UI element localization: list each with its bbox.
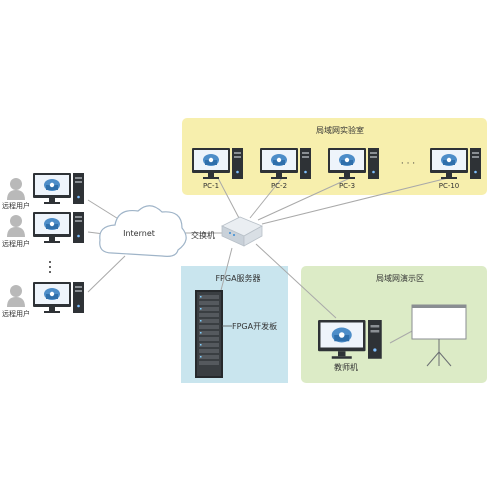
pc-label: PC-3 [339, 182, 355, 190]
remote-user-label: 远程用户 [2, 201, 30, 210]
lab-zone-title: 局域网实验室 [316, 125, 364, 135]
remote-user-2: 远程用户 [2, 212, 84, 248]
lab-pc-10: PC-10 [430, 148, 481, 190]
user-icon [7, 285, 25, 307]
remote-user-3: 远程用户 [2, 282, 84, 318]
cloud-icon [99, 205, 187, 257]
computer-icon [33, 282, 84, 313]
remote-user-label: 远程用户 [2, 309, 30, 318]
lab-pc-2: PC-2 [260, 148, 311, 190]
lab-pc-1: PC-1 [192, 148, 243, 190]
user-icon [7, 215, 25, 237]
connection-lines [87, 177, 449, 344]
switch-label: 交换机 [191, 230, 215, 240]
pc-label: PC-2 [271, 182, 287, 190]
projector-screen-icon [411, 304, 467, 367]
user-icon [7, 178, 25, 200]
switch-icon [221, 216, 263, 247]
computer-icon [33, 212, 84, 243]
remote-user-1: 远程用户 [2, 173, 84, 210]
fpga-zone-title: FPGA服务器 [215, 273, 260, 283]
remote-ellipsis [49, 261, 51, 273]
lab-ellipsis: · · · [401, 159, 415, 169]
demo-zone-title: 局域网演示区 [376, 273, 424, 283]
fpga-board-label: FPGA开发板 [232, 321, 277, 331]
computer-icon [33, 173, 84, 204]
server-rack-icon [195, 290, 223, 378]
remote-user-label: 远程用户 [2, 239, 30, 248]
teacher-pc: 教师机 [318, 320, 382, 372]
teacher-label: 教师机 [334, 362, 358, 372]
lab-pc-3: PC-3 [328, 148, 379, 190]
internet-label: Internet [123, 229, 155, 238]
pc-label: PC-1 [203, 182, 219, 190]
pc-label: PC-10 [439, 182, 460, 190]
